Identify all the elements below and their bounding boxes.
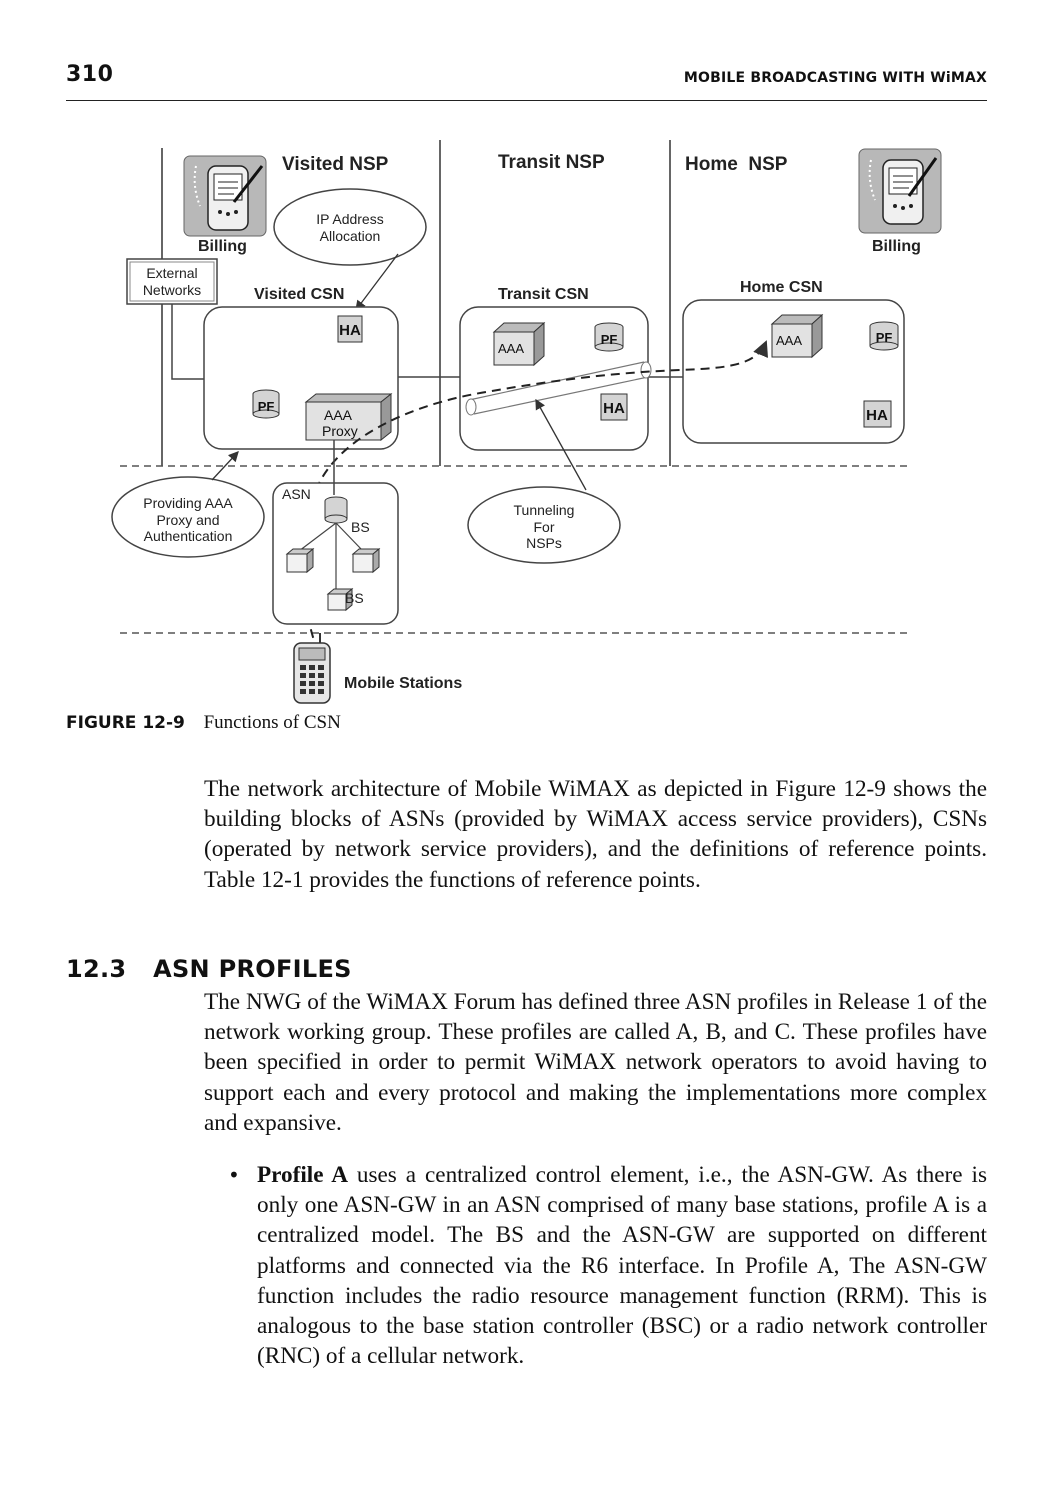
aaa-node-transit: AAA xyxy=(492,321,546,367)
svg-text:HA: HA xyxy=(866,407,888,424)
svg-text:PF: PF xyxy=(876,330,893,345)
pf-node-home: PF xyxy=(869,321,899,351)
home-csn-box xyxy=(682,299,905,444)
ha-node-home: HA xyxy=(863,400,892,428)
billing-label-left: Billing xyxy=(198,238,247,255)
profile-a-description: uses a centralized control element, i.e.… xyxy=(257,1162,987,1370)
tunneling-line1: Tunneling xyxy=(514,502,575,518)
billing-icon-right xyxy=(858,148,942,234)
tunneling-ellipse xyxy=(467,486,621,564)
profile-a-text: Profile A uses a centralized control ele… xyxy=(257,1160,987,1371)
transit-csn-title: Transit CSN xyxy=(498,286,589,303)
svg-text:PF: PF xyxy=(601,332,618,347)
page-number: 310 xyxy=(66,62,114,87)
asn-gateway-node xyxy=(324,496,348,524)
svg-text:PF: PF xyxy=(258,399,275,414)
svg-text:HA: HA xyxy=(339,322,361,339)
pf-node-visited: PF xyxy=(252,389,280,419)
body-paragraph-asn-profiles: The NWG of the WiMAX Forum has defined t… xyxy=(204,989,987,1136)
billing-icon-left xyxy=(183,155,267,237)
external-networks-line1: External xyxy=(146,265,197,281)
providing-to-visited-arrow xyxy=(211,451,239,481)
ha-node-transit: HA xyxy=(600,393,628,421)
figure-caption: FIGURE 12-9 Functions of CSN xyxy=(66,712,341,734)
tunneling-line3: NSPs xyxy=(526,535,562,551)
svg-text:Proxy: Proxy xyxy=(322,423,358,439)
external-to-visited-link xyxy=(171,304,204,380)
providing-line1: Providing AAA xyxy=(143,495,233,511)
tunneling-to-tunnel-arrow xyxy=(535,398,587,491)
running-title: MOBILE BROADCASTING WITH WiMAX xyxy=(683,70,987,86)
tunneling-line2: For xyxy=(534,519,555,535)
figure-caption-label: FIGURE 12-9 xyxy=(66,713,185,733)
home-csn-title: Home CSN xyxy=(740,279,823,296)
svg-text:HA: HA xyxy=(603,400,625,417)
external-networks-line2: Networks xyxy=(143,282,201,298)
bs-node-right xyxy=(351,547,381,574)
aaa-node-home: AAA xyxy=(770,313,824,359)
ha-node-visited: HA xyxy=(337,315,363,343)
profile-a-term: Profile A xyxy=(257,1162,348,1188)
ip-address-allocation-ellipse xyxy=(273,188,427,266)
mobile-station-icon xyxy=(293,633,331,704)
billing-label-right: Billing xyxy=(872,238,921,255)
ip-alloc-to-ha-arrow xyxy=(355,253,399,312)
zone-title-visited-nsp: Visited NSP xyxy=(282,154,389,175)
providing-aaa-ellipse xyxy=(111,476,265,558)
providing-line2: Proxy and xyxy=(156,512,219,528)
visited-csn-title: Visited CSN xyxy=(254,286,344,303)
mobile-stations-label: Mobile Stations xyxy=(344,675,462,692)
ip-address-label-line2: Allocation xyxy=(320,228,381,244)
svg-text:AAA: AAA xyxy=(776,333,802,348)
ip-address-label-line1: IP Address xyxy=(316,211,383,227)
zone-title-home-nsp: Home NSP xyxy=(685,154,788,175)
bs-label-top: BS xyxy=(351,519,370,535)
pf-node-transit: PF xyxy=(594,322,624,352)
aaa-proxy-node: AAA Proxy xyxy=(304,392,393,442)
bullet-icon: • xyxy=(228,1163,240,1187)
figure-caption-text: Functions of CSN xyxy=(203,712,341,733)
external-networks-box xyxy=(126,258,218,305)
asn-label: ASN xyxy=(282,486,311,502)
providing-line3: Authentication xyxy=(144,528,233,544)
svg-text:AAA: AAA xyxy=(324,407,353,423)
section-number: 12.3 xyxy=(66,955,127,983)
figure-csn-functions: Visited NSP Transit NSP Home NSP Billing… xyxy=(66,130,987,710)
bs-node-bottom xyxy=(326,587,354,612)
page-header: 310 MOBILE BROADCASTING WITH WiMAX xyxy=(66,62,987,101)
nsp-tunnel xyxy=(465,361,652,416)
svg-text:AAA: AAA xyxy=(498,341,524,356)
zone-title-transit-nsp: Transit NSP xyxy=(498,152,605,173)
section-heading: 12.3 ASN PROFILES xyxy=(66,955,352,983)
section-title: ASN PROFILES xyxy=(153,955,352,983)
body-paragraph-architecture: The network architecture of Mobile WiMAX… xyxy=(204,776,987,893)
bs-node-left xyxy=(285,547,315,574)
bs-label-bottom: BS xyxy=(345,590,364,606)
